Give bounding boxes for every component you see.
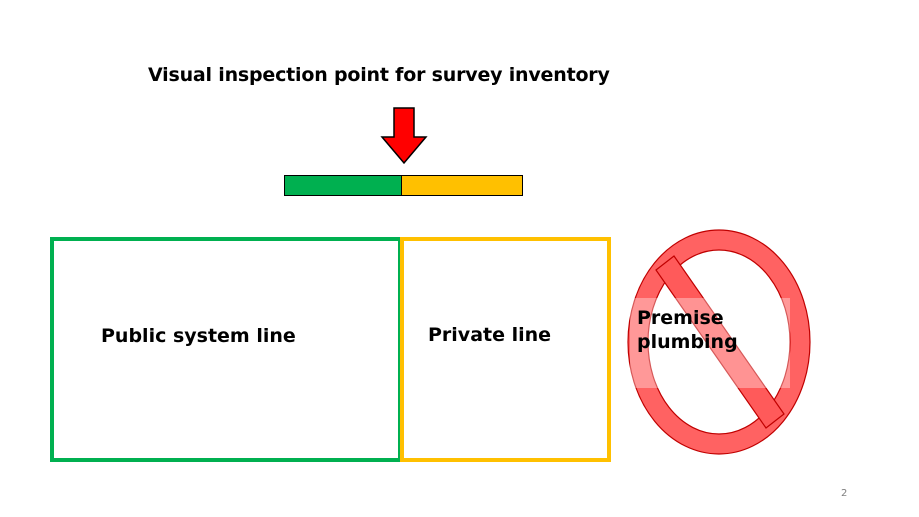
private-line-box	[400, 237, 611, 462]
public-system-line-label: Public system line	[101, 325, 296, 347]
slide-title: Visual inspection point for survey inven…	[148, 64, 610, 86]
premise-label-line2: plumbing	[637, 331, 738, 353]
no-sign-icon	[627, 229, 811, 455]
down-arrow-icon	[380, 107, 428, 165]
private-segment-bar	[402, 175, 523, 196]
private-line-label: Private line	[428, 324, 552, 346]
page-number: 2	[841, 488, 848, 499]
public-system-line-box	[50, 237, 402, 462]
premise-label-line1: Premise	[637, 307, 724, 329]
public-segment-bar	[284, 175, 402, 196]
premise-plumbing-label: Premise plumbing	[637, 306, 738, 354]
